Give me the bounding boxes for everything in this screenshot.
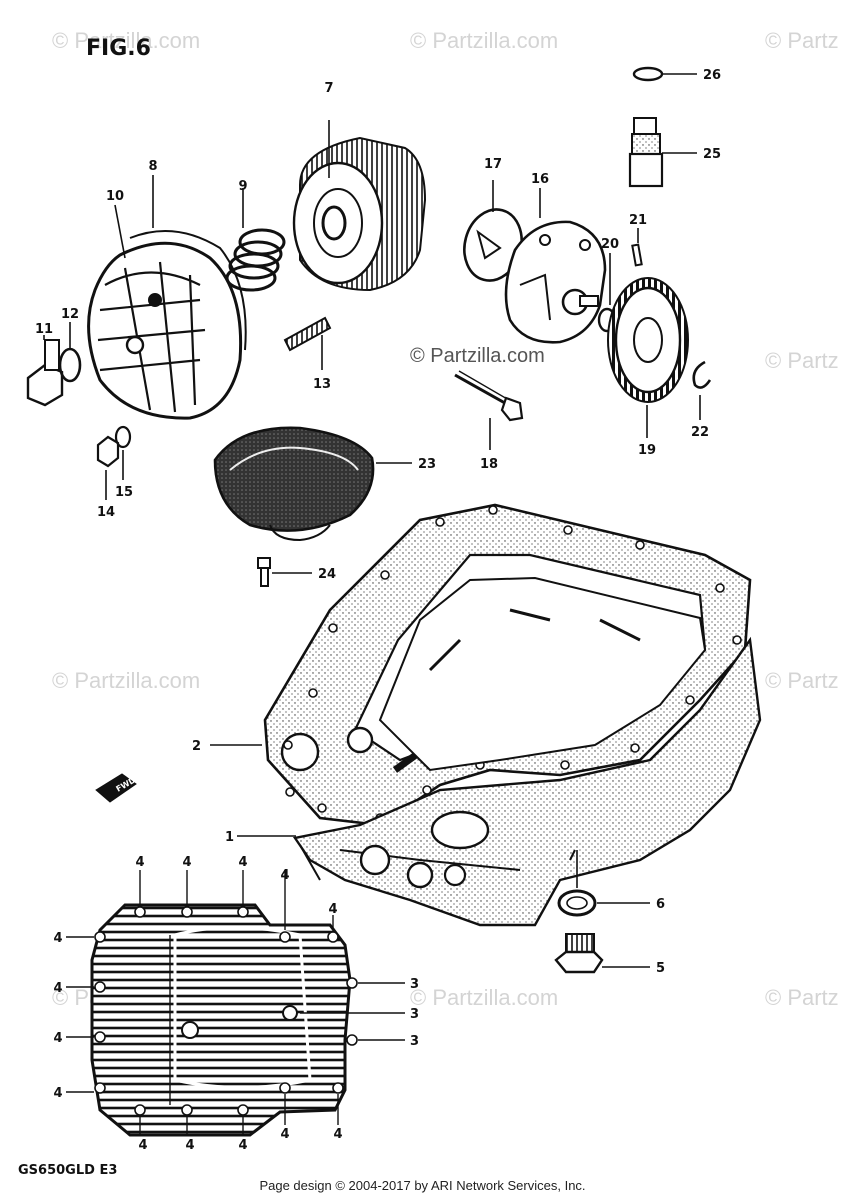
callout-22: 22: [691, 425, 709, 440]
callout-4: 4: [238, 1138, 247, 1153]
callout-12: 12: [61, 307, 79, 322]
callout-4: 4: [53, 981, 62, 996]
callout-4: 4: [138, 1138, 147, 1153]
figure-title: FIG.6: [86, 36, 151, 61]
part-26-washer[interactable]: [632, 66, 697, 82]
callout-4: 4: [53, 931, 62, 946]
callout-24: 24: [318, 567, 336, 582]
callout-6: 6: [656, 897, 665, 912]
watermark: © Partz: [765, 28, 839, 53]
callout-15: 15: [115, 485, 133, 500]
callout-5: 5: [656, 961, 665, 976]
callout-13: 13: [313, 377, 331, 392]
callout-4: 4: [53, 1031, 62, 1046]
watermark: © Partz: [765, 668, 839, 693]
watermark: © Partz: [765, 985, 839, 1010]
callout-8: 8: [148, 159, 157, 174]
part-21-pin[interactable]: [631, 228, 643, 267]
callout-7: 7: [324, 81, 333, 96]
part-1-oil-pan[interactable]: [237, 576, 762, 927]
callout-9: 9: [238, 179, 247, 194]
watermark: © Partzilla.com: [52, 28, 201, 53]
part-8-cover-gasket[interactable]: [129, 175, 247, 351]
part-14-nut[interactable]: [96, 435, 120, 500]
part-18-bolt[interactable]: [454, 370, 524, 450]
model-code: GS650GLD E3: [18, 1163, 118, 1178]
part-25-pressure-switch[interactable]: [628, 117, 697, 188]
watermark-center: © Partzilla.com: [410, 345, 545, 367]
part-19-pump-gear[interactable]: [607, 277, 689, 438]
part-5-drain-plug[interactable]: [554, 933, 650, 974]
callout-4: 4: [185, 1138, 194, 1153]
part-7-oil-filter[interactable]: [292, 120, 427, 292]
part-23-oil-strainer[interactable]: [213, 426, 412, 542]
part-12-washer[interactable]: [58, 322, 82, 383]
part-13-stud[interactable]: [283, 316, 332, 370]
callout-25: 25: [703, 147, 721, 162]
callout-19: 19: [638, 443, 656, 458]
part-22-circlip[interactable]: [692, 360, 712, 420]
fwd-arrow: [95, 773, 137, 803]
callout-20: 20: [601, 237, 619, 252]
watermark: © Partzilla.com: [52, 668, 201, 693]
part-11-bolt[interactable]: [26, 335, 64, 407]
callout-4: 4: [238, 855, 247, 870]
callout-labels: 7 8 9 10 11 12 13 14 15 16 17 18 19 20 2…: [35, 68, 721, 1153]
footer-copyright: Page design © 2004-2017 by ARI Network S…: [259, 1178, 586, 1193]
callout-4: 4: [135, 855, 144, 870]
watermark: © Partzilla.com: [410, 985, 559, 1010]
callout-14: 14: [97, 505, 115, 520]
callout-3: 3: [410, 977, 419, 992]
callout-17: 17: [484, 157, 502, 172]
callout-2: 2: [192, 739, 201, 754]
part-6-drain-gasket[interactable]: [557, 850, 650, 917]
callout-4: 4: [280, 868, 289, 883]
callout-18: 18: [480, 457, 498, 472]
callout-16: 16: [531, 172, 549, 187]
callout-4: 4: [280, 1127, 289, 1142]
bottom-finned-oil-pan[interactable]: [66, 870, 405, 1137]
callout-11: 11: [35, 322, 53, 337]
part-10-filter-cover[interactable]: [87, 204, 243, 420]
callout-23: 23: [418, 457, 436, 472]
callout-3: 3: [410, 1034, 419, 1049]
callout-3: 3: [410, 1007, 419, 1022]
callout-1: 1: [225, 830, 234, 845]
callout-10: 10: [106, 189, 124, 204]
callout-4: 4: [53, 1086, 62, 1101]
watermark: © Partz: [765, 348, 839, 373]
callout-21: 21: [629, 213, 647, 228]
callout-4: 4: [328, 902, 337, 917]
part-24-bolt[interactable]: [257, 557, 312, 587]
part-16-oil-pump[interactable]: [504, 188, 607, 344]
part-15-washer[interactable]: [114, 425, 132, 480]
callout-4: 4: [182, 855, 191, 870]
callout-4: 4: [333, 1127, 342, 1142]
watermark: © Partzilla.com: [410, 28, 559, 53]
callout-26: 26: [703, 68, 721, 83]
